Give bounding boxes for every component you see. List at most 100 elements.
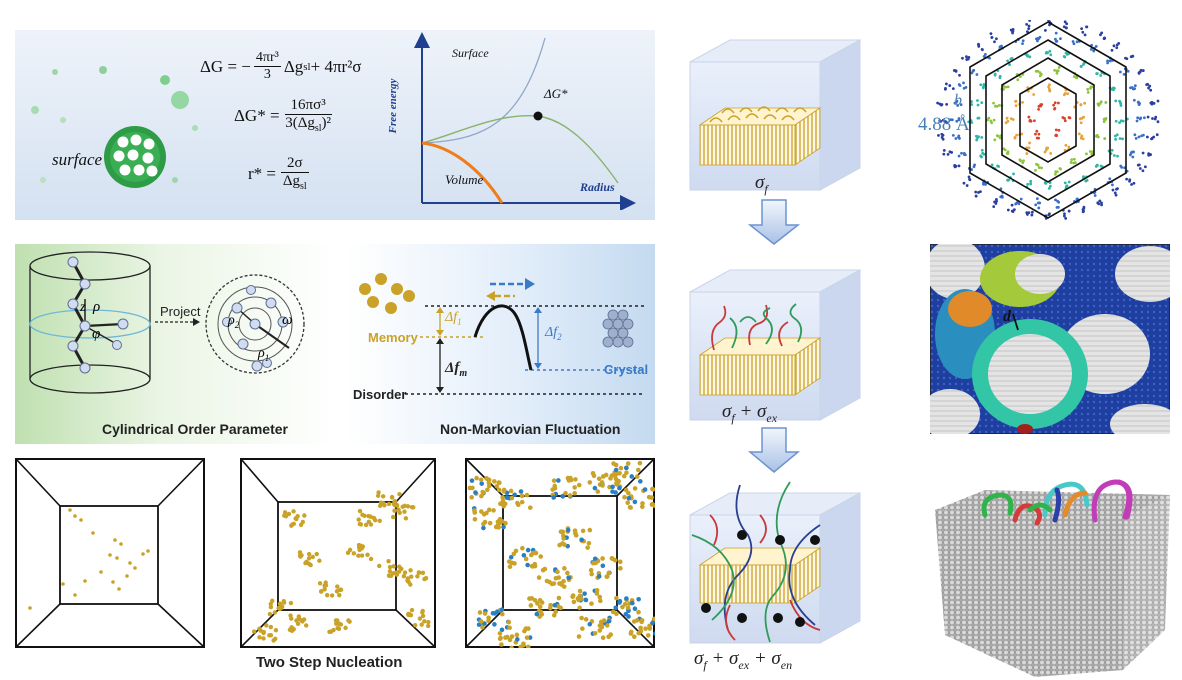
cluster-particle [523,626,529,631]
cluster-particle [592,485,598,491]
hex-point [1133,84,1137,88]
memory-label: Memory [368,330,418,345]
cluster-particle [553,609,559,615]
hex-point [1006,85,1010,89]
cluster-particle [343,625,348,631]
hex-point [1072,42,1076,46]
cluster-particle [649,495,654,500]
hex-point [993,138,997,142]
cluster-particle [566,575,571,580]
hex-point [993,200,996,204]
hex-point [1032,93,1036,96]
hex-point [982,84,986,88]
cluster-particle [310,554,315,560]
hex-point [1008,63,1011,67]
cluster-particle [612,557,618,563]
hex-point [962,86,966,90]
hex-point [1125,177,1128,181]
cluster-particle [613,605,619,611]
cluster-particle [562,542,567,547]
cluster-particle [480,489,486,495]
cluster-particle [509,495,515,501]
cluster-particle [472,508,477,513]
hex-point [1054,172,1057,176]
hex-point [1029,179,1033,183]
hex-point [974,194,978,198]
hex-point [1014,202,1018,206]
cluster-particle [291,626,296,632]
hex-point [1029,182,1033,186]
cluster-particle [337,592,342,598]
hex-point [1084,179,1088,183]
cluster-particle [647,623,652,629]
hex-point [965,55,968,59]
hex-point [1080,27,1084,31]
cluster-particle [555,569,560,575]
block-1-label: σf [755,172,768,196]
hex-point [993,72,997,76]
volume-curve [421,141,504,204]
hex-point [1119,164,1123,168]
cluster-particle [359,553,365,558]
hex-point [981,151,985,155]
hex-point [1055,39,1059,43]
cluster-particle [552,485,558,491]
hex-point [1082,61,1086,65]
hex-point [1055,69,1059,73]
cluster-particle [520,545,525,551]
hex-point [1067,180,1071,184]
hex-point [1093,194,1097,197]
surface-curve-label: Surface [452,46,489,60]
down-arrow-1 [747,199,801,245]
cluster-particle [525,547,531,553]
hex-point [1108,177,1112,181]
cluster-particle [469,495,474,500]
hex-point [1125,57,1129,61]
hex-point-cloud [936,20,1160,220]
hex-point [1114,99,1118,103]
nucleation-panel [15,30,655,220]
cluster-particle [528,603,534,608]
cluster-particle [306,561,312,567]
cluster-particle [368,556,374,562]
hex-point [1114,137,1118,141]
cluster-particle [514,632,520,638]
hex-point [1046,51,1049,55]
cluster-particle [356,553,361,558]
particle-dot [99,66,107,74]
hex-point [1038,201,1042,205]
cluster-particle [561,578,566,584]
hex-point [951,87,955,91]
hex-point [1106,59,1109,63]
cluster-particle [623,487,629,493]
hex-point [1098,199,1102,203]
cluster-particle [636,630,641,636]
cluster-particle [323,583,329,588]
hex-point [1035,197,1039,201]
hex-point [1150,100,1154,104]
hex-point [1073,161,1077,165]
cluster-particle [610,484,615,490]
cluster-particle [625,500,631,506]
cluster-particle [614,595,619,601]
hex-point [1137,72,1141,75]
hex-point [951,134,955,137]
cluster-particle [509,634,515,639]
cluster-particle [499,642,504,647]
cyl-phi-label: φ [92,326,101,342]
hex-point [1146,82,1149,86]
hex-point [1059,37,1062,41]
hex-point [1156,120,1160,124]
hex-point [1063,212,1066,216]
hex-point [1025,152,1029,155]
hex-point [945,102,949,106]
hex-point [1037,132,1041,136]
cluster-particle [582,591,587,596]
cluster-particle [579,615,584,621]
hex-point [1047,87,1051,91]
hex-point [1048,212,1051,216]
cluster-particle [306,551,312,557]
cluster-particle [523,556,529,562]
cluster-particle [556,575,562,580]
hex-point [1062,54,1066,58]
